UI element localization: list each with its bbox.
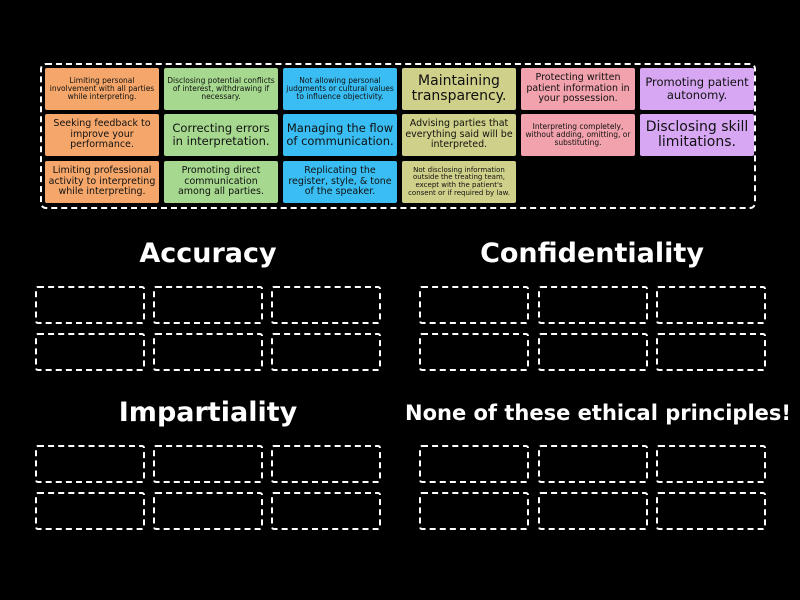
heading-none-of-these: None of these ethical principles! bbox=[405, 401, 791, 425]
drop-slot-accuracy[interactable] bbox=[153, 286, 263, 324]
drop-slot-impartiality[interactable] bbox=[153, 445, 263, 483]
card-promoting-autonomy[interactable]: Promoting patient autonomy. bbox=[640, 68, 754, 110]
card-maintaining-transparency[interactable]: Maintaining transparency. bbox=[402, 68, 516, 110]
drop-slot-none[interactable] bbox=[538, 492, 648, 530]
card-disclosing-conflicts[interactable]: Disclosing potential conflicts of intere… bbox=[164, 68, 278, 110]
drop-slot-confidentiality[interactable] bbox=[538, 333, 648, 371]
drop-slot-accuracy[interactable] bbox=[35, 333, 145, 371]
heading-confidentiality: Confidentiality bbox=[480, 238, 704, 269]
drop-slot-impartiality[interactable] bbox=[153, 492, 263, 530]
drop-slot-impartiality[interactable] bbox=[271, 492, 381, 530]
card-not-allowing-judgments[interactable]: Not allowing personal judgments or cultu… bbox=[283, 68, 397, 110]
drop-slot-none[interactable] bbox=[656, 445, 766, 483]
card-seeking-feedback[interactable]: Seeking feedback to improve your perform… bbox=[45, 114, 159, 156]
drop-slot-confidentiality[interactable] bbox=[538, 286, 648, 324]
card-limiting-personal-involvement[interactable]: Limiting personal involvement with all p… bbox=[45, 68, 159, 110]
heading-impartiality: Impartiality bbox=[118, 397, 298, 428]
card-not-disclosing-information[interactable]: Not disclosing information outside the t… bbox=[402, 161, 516, 203]
drop-slot-none[interactable] bbox=[538, 445, 648, 483]
drop-slot-confidentiality[interactable] bbox=[419, 286, 529, 324]
card-limiting-professional-activity[interactable]: Limiting professional activity to interp… bbox=[45, 161, 159, 203]
card-pool bbox=[40, 63, 756, 209]
drop-slot-impartiality[interactable] bbox=[35, 445, 145, 483]
card-advising-parties[interactable]: Advising parties that everything said wi… bbox=[402, 114, 516, 156]
drop-slot-none[interactable] bbox=[656, 492, 766, 530]
drop-slot-impartiality[interactable] bbox=[35, 492, 145, 530]
drop-slot-accuracy[interactable] bbox=[35, 286, 145, 324]
drop-slot-confidentiality[interactable] bbox=[656, 333, 766, 371]
card-managing-flow[interactable]: Managing the flow of communication. bbox=[283, 114, 397, 156]
card-disclosing-skill-limitations[interactable]: Disclosing skill limitations. bbox=[640, 114, 754, 156]
card-correcting-errors[interactable]: Correcting errors in interpretation. bbox=[164, 114, 278, 156]
drop-slot-impartiality[interactable] bbox=[271, 445, 381, 483]
drop-slot-none[interactable] bbox=[419, 445, 529, 483]
drop-slot-confidentiality[interactable] bbox=[656, 286, 766, 324]
drop-slot-accuracy[interactable] bbox=[153, 333, 263, 371]
drop-slot-accuracy[interactable] bbox=[271, 333, 381, 371]
card-interpreting-completely[interactable]: Interpreting completely, without adding,… bbox=[521, 114, 635, 156]
drop-slot-none[interactable] bbox=[419, 492, 529, 530]
card-replicating-register[interactable]: Replicating the register, style, & tone … bbox=[283, 161, 397, 203]
card-promoting-direct-communication[interactable]: Promoting direct communication among all… bbox=[164, 161, 278, 203]
card-protecting-written-info[interactable]: Protecting written patient information i… bbox=[521, 68, 635, 110]
drop-slot-accuracy[interactable] bbox=[271, 286, 381, 324]
heading-accuracy: Accuracy bbox=[139, 238, 277, 269]
drop-slot-confidentiality[interactable] bbox=[419, 333, 529, 371]
